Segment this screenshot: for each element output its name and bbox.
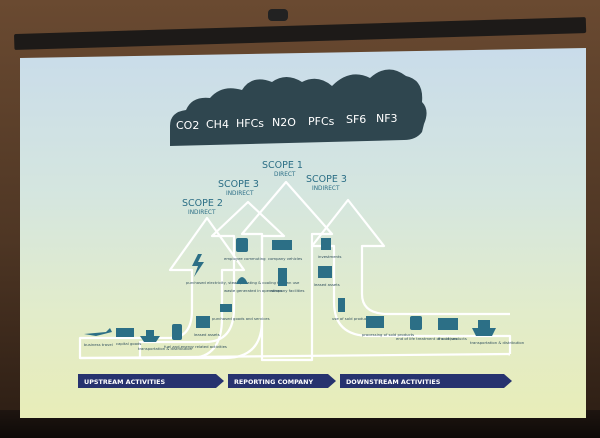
franchises-caption: franchises <box>438 336 457 341</box>
transportation-caption: transportation & distribution <box>138 346 193 351</box>
scope2-subtitle: INDIRECT <box>188 210 216 216</box>
business-travel-caption: business travel <box>84 342 113 347</box>
fuel-energy-caption: fuel and energy related activities <box>164 344 227 349</box>
processing-plant-icon <box>366 316 384 328</box>
gas-sf6: SF6 <box>346 113 366 126</box>
greenhouse-gas-cloud: CO2 CH4 HFCs N2O PFCs SF6 NF3 <box>170 69 427 146</box>
emissions-scope-slide: CO2 CH4 HFCs N2O PFCs SF6 NF3 SCOPE 1 DI… <box>20 48 586 418</box>
upstream-mid-items: employee commuting waste generated in op… <box>212 238 282 321</box>
scope-arrows <box>78 180 512 362</box>
ceiling-camera <box>268 9 288 21</box>
scope1-arrow <box>240 180 334 362</box>
downstream-items: investments leased assets use of sold pr… <box>314 238 525 345</box>
money-bag-icon <box>321 238 331 250</box>
capital-goods-caption: capital goods <box>116 341 141 346</box>
storefront-icon <box>438 318 458 330</box>
waste-caption: waste generated in operations <box>224 288 282 293</box>
upstream-bar-label: UPSTREAM ACTIVITIES <box>84 378 165 386</box>
reporting-bar-label: REPORTING COMPANY <box>234 378 313 386</box>
building-icon <box>196 316 210 328</box>
scope1-subtitle: DIRECT <box>274 172 296 178</box>
gas-n2o: N2O <box>272 116 296 129</box>
recycle-bin-icon <box>410 316 422 330</box>
train-icon <box>236 238 248 252</box>
gas-pfcs: PFCs <box>308 115 335 128</box>
airplane-icon <box>84 328 112 336</box>
upstream-leased-assets-caption: leased assets <box>194 332 220 337</box>
upstream-items: business travel capital goods transporta… <box>84 316 227 351</box>
downstream-cargo-ship-icon <box>472 320 496 336</box>
factory-icon <box>278 268 287 286</box>
downstream-leased-assets-caption: leased assets <box>314 282 340 287</box>
gas-nf3: NF3 <box>376 112 398 125</box>
downstream-transportation-caption: transportation & distribution <box>470 340 525 345</box>
waste-bag-icon <box>236 277 248 284</box>
scope3-upstream-arrow <box>138 200 286 360</box>
scope3-upstream-title: SCOPE 3 <box>218 179 259 190</box>
cargo-ship-icon <box>140 330 160 342</box>
delivery-truck-icon <box>272 240 292 250</box>
downstream-bar-label: DOWNSTREAM ACTIVITIES <box>346 378 441 386</box>
scope3-upstream-subtitle: INDIRECT <box>226 191 254 197</box>
shopping-cart-icon <box>220 304 232 312</box>
projection-screen: CO2 CH4 HFCs N2O PFCs SF6 NF3 SCOPE 1 DI… <box>20 48 586 418</box>
gas-hfcs: HFCs <box>236 117 264 130</box>
processing-caption: processing of sold products <box>362 332 414 337</box>
scope3-downstream-subtitle: INDIRECT <box>312 186 340 192</box>
gas-ch4: CH4 <box>206 118 229 131</box>
scope2-title: SCOPE 2 <box>182 198 223 209</box>
activity-bars: UPSTREAM ACTIVITIES REPORTING COMPANY DO… <box>78 374 512 388</box>
office-building-icon <box>318 266 332 278</box>
commuting-caption: employee commuting <box>224 256 266 261</box>
vehicles-caption: company vehicles <box>268 256 302 261</box>
product-bottle-icon <box>338 298 345 312</box>
use-of-products-caption: use of sold products <box>332 316 370 321</box>
scope1-items: company vehicles company facilities <box>268 240 305 293</box>
baseline <box>79 352 511 360</box>
reporting-bar <box>228 374 336 388</box>
gas-co2: CO2 <box>176 119 199 132</box>
purchased-goods-caption: purchased goods and services <box>212 316 270 321</box>
end-of-life-caption: end of life treatment of sold products <box>396 336 467 341</box>
investments-caption: investments <box>318 254 341 259</box>
scope3-downstream-arrow <box>310 198 512 354</box>
downstream-bar <box>340 374 512 388</box>
upstream-bar <box>78 374 224 388</box>
facilities-caption: company facilities <box>270 288 305 293</box>
lightning-icon <box>192 254 204 277</box>
scope1-title: SCOPE 1 <box>262 160 303 171</box>
truck-icon <box>116 328 134 337</box>
fuel-pump-icon <box>172 324 182 340</box>
scope3-downstream-title: SCOPE 3 <box>306 174 347 185</box>
